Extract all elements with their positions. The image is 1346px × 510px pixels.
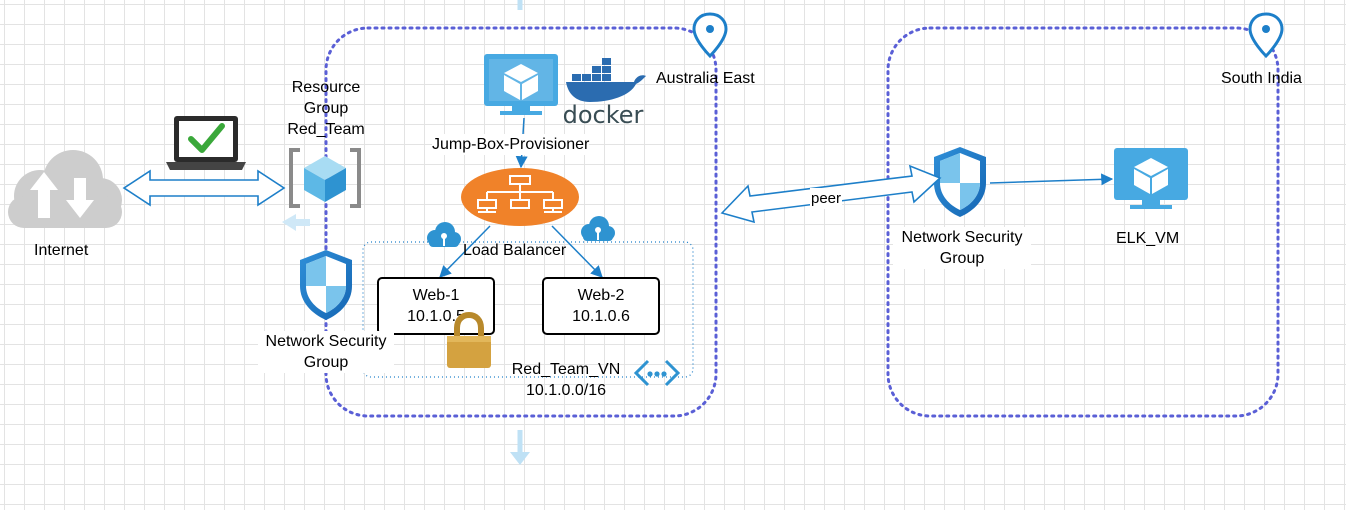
load-balancer-label: Load Balancer xyxy=(463,242,567,259)
public-ip-icon xyxy=(581,216,615,241)
region-label-south-india: South India xyxy=(1221,70,1302,87)
virtual-network-icon xyxy=(633,359,681,387)
web1-name: Web-1 xyxy=(412,287,460,304)
lb-to-web2-arrow xyxy=(551,225,603,278)
shield-icon xyxy=(300,250,352,320)
location-pin-icon xyxy=(692,12,728,59)
web2-ip: 10.1.0.6 xyxy=(572,308,630,325)
elk-vm-label: ELK_VM xyxy=(1116,230,1180,247)
lb-to-web1-arrow xyxy=(439,225,491,278)
docker-whale-icon xyxy=(566,58,646,102)
jump-box-vm-icon xyxy=(484,54,558,115)
resource-group-label-line2: Group xyxy=(303,100,349,117)
nsg-right-label-line1: Network Security xyxy=(901,229,1023,246)
elk-vm-icon xyxy=(1114,148,1188,209)
jump-box-label: Jump-Box-Provisioner xyxy=(432,134,590,155)
vnet-cidr: 10.1.0.0/16 xyxy=(525,382,607,399)
resource-group-label-line3: Red_Team xyxy=(287,121,365,138)
web1-vm-box: Web-1 10.1.0.5 xyxy=(377,277,495,335)
resource-group-label: Resource Group Red_Team xyxy=(268,77,384,140)
internet-cloud-icon xyxy=(8,150,122,228)
region-label-australia-east: Australia East xyxy=(656,70,755,87)
nsg-to-elk-arrow xyxy=(989,173,1114,186)
load-balancer-icon xyxy=(461,168,579,226)
vnet-label: Red_Team_VN 10.1.0.0/16 xyxy=(500,359,632,401)
shield-icon xyxy=(934,147,986,217)
nsg-left-label: Network Security Group xyxy=(258,331,394,373)
internet-double-arrow xyxy=(122,169,286,207)
region-south-india-boundary xyxy=(886,26,1280,418)
location-pin-icon xyxy=(1248,12,1284,59)
web1-ip: 10.1.0.5 xyxy=(407,308,465,325)
resource-group-label-line1: Resource xyxy=(291,79,361,96)
nsg-left-label-line2: Group xyxy=(303,354,349,371)
region-australia-east-boundary xyxy=(324,26,718,418)
public-ip-icon xyxy=(427,222,461,247)
faint-connector-bottom xyxy=(510,430,530,465)
web2-name: Web-2 xyxy=(577,287,625,304)
peering-label: peer xyxy=(810,188,843,209)
vnet-boundary xyxy=(362,241,694,378)
nsg-left-label-line1: Network Security xyxy=(265,333,387,350)
faint-arrow-left xyxy=(282,214,310,231)
resource-group-icon xyxy=(289,148,361,208)
laptop-check-icon xyxy=(166,116,246,170)
web2-vm-box: Web-2 10.1.0.6 xyxy=(542,277,660,335)
docker-wordmark: docker xyxy=(563,101,644,129)
nsg-right-label: Network Security Group xyxy=(893,227,1031,269)
internet-label: Internet xyxy=(34,242,89,259)
nsg-right-label-line2: Group xyxy=(939,250,985,267)
vnet-name: Red_Team_VN xyxy=(511,361,621,378)
lock-icon xyxy=(447,312,491,368)
